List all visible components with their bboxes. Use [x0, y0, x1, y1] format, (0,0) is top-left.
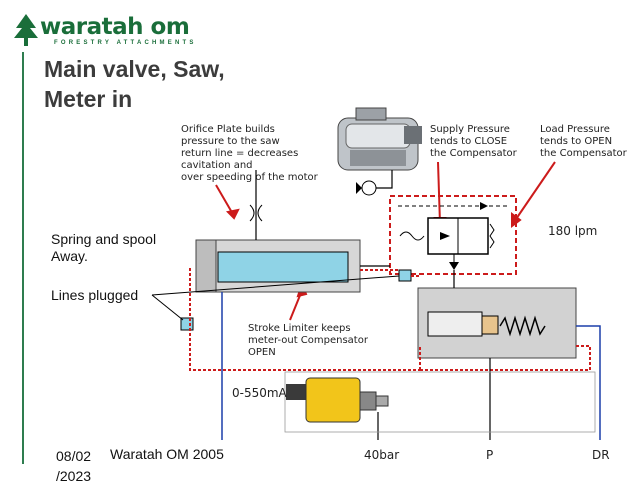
footer-caption: Waratah OM 2005	[110, 446, 224, 462]
check-valve-symbol	[356, 180, 377, 196]
plug-marker-right	[398, 269, 412, 282]
title-line-1: Main valve, Saw,	[44, 56, 225, 82]
stroke-note-line: OPEN	[248, 347, 276, 358]
solenoid-current-label: 0-550mA	[232, 386, 287, 400]
drain-lines	[221, 292, 601, 440]
supply-note-line: tends to CLOSE	[430, 136, 508, 147]
footer-date-line: 08/02	[56, 448, 92, 464]
solenoid-valve	[286, 377, 389, 423]
load-note-line: tends to OPEN	[540, 136, 613, 147]
left-accent-line	[22, 52, 24, 464]
compensator-valve-body	[417, 287, 577, 359]
port-dr-label: DR	[592, 448, 610, 462]
supply-note-line: the Compensator	[430, 148, 517, 159]
load-pressure-note: Load Pressure tends to OPEN the Compensa…	[540, 124, 627, 160]
spring-note-line: Spring and spool	[51, 231, 157, 247]
stroke-note-line: Stroke Limiter keeps	[248, 323, 351, 334]
plug-leader-left	[151, 294, 184, 321]
solenoid-frame	[284, 371, 596, 433]
stroke-limiter-note: Stroke Limiter keeps meter-out Compensat…	[248, 323, 368, 359]
orifice-note-line: cavitation and	[181, 160, 253, 171]
orifice-note-line: over speeding of the motor	[181, 172, 318, 183]
footer-date-line: /2023	[56, 468, 92, 484]
compensator-box	[389, 195, 517, 275]
supply-pressure-note: Supply Pressure tends to CLOSE the Compe…	[430, 124, 517, 160]
company-logo: waratah om FORESTRY ATTACHMENTS	[14, 12, 193, 52]
saw-motor-image	[337, 107, 422, 171]
orifice-note-line: pressure to the saw	[181, 136, 280, 147]
stroke-note-line: meter-out Compensator	[248, 335, 368, 346]
logo-tagline: FORESTRY ATTACHMENTS	[54, 40, 197, 46]
plug-leader-right	[151, 275, 400, 296]
supply-note-line: Supply Pressure	[430, 124, 510, 135]
port-pressure-label: 40bar	[364, 448, 400, 462]
orifice-symbol	[249, 204, 263, 222]
footer-date: 08/02 /2023	[56, 446, 91, 486]
port-p-label: P	[486, 448, 494, 462]
logo-wordmark: waratah om	[40, 14, 190, 40]
load-note-line: the Compensator	[540, 148, 627, 159]
load-note-line: Load Pressure	[540, 124, 610, 135]
main-valve-body	[195, 239, 361, 293]
annotation-arrows	[215, 161, 556, 321]
slide-title: Main valve, Saw, Meter in	[44, 54, 225, 114]
flow-rate-label: 180 lpm	[548, 224, 598, 238]
compensator-symbol	[398, 202, 508, 270]
orifice-note-line: return line = decreases	[181, 148, 299, 159]
orifice-note-line: Orifice Plate builds	[181, 124, 275, 135]
orifice-note: Orifice Plate builds pressure to the saw…	[181, 124, 318, 184]
pilot-lines	[189, 268, 591, 371]
spring-note-line: Away.	[51, 248, 88, 264]
spring-spool-note: Spring and spool Away.	[51, 231, 156, 265]
title-line-2: Meter in	[44, 86, 133, 112]
lines-plugged-note: Lines plugged	[51, 287, 139, 303]
tree-icon	[14, 14, 38, 46]
